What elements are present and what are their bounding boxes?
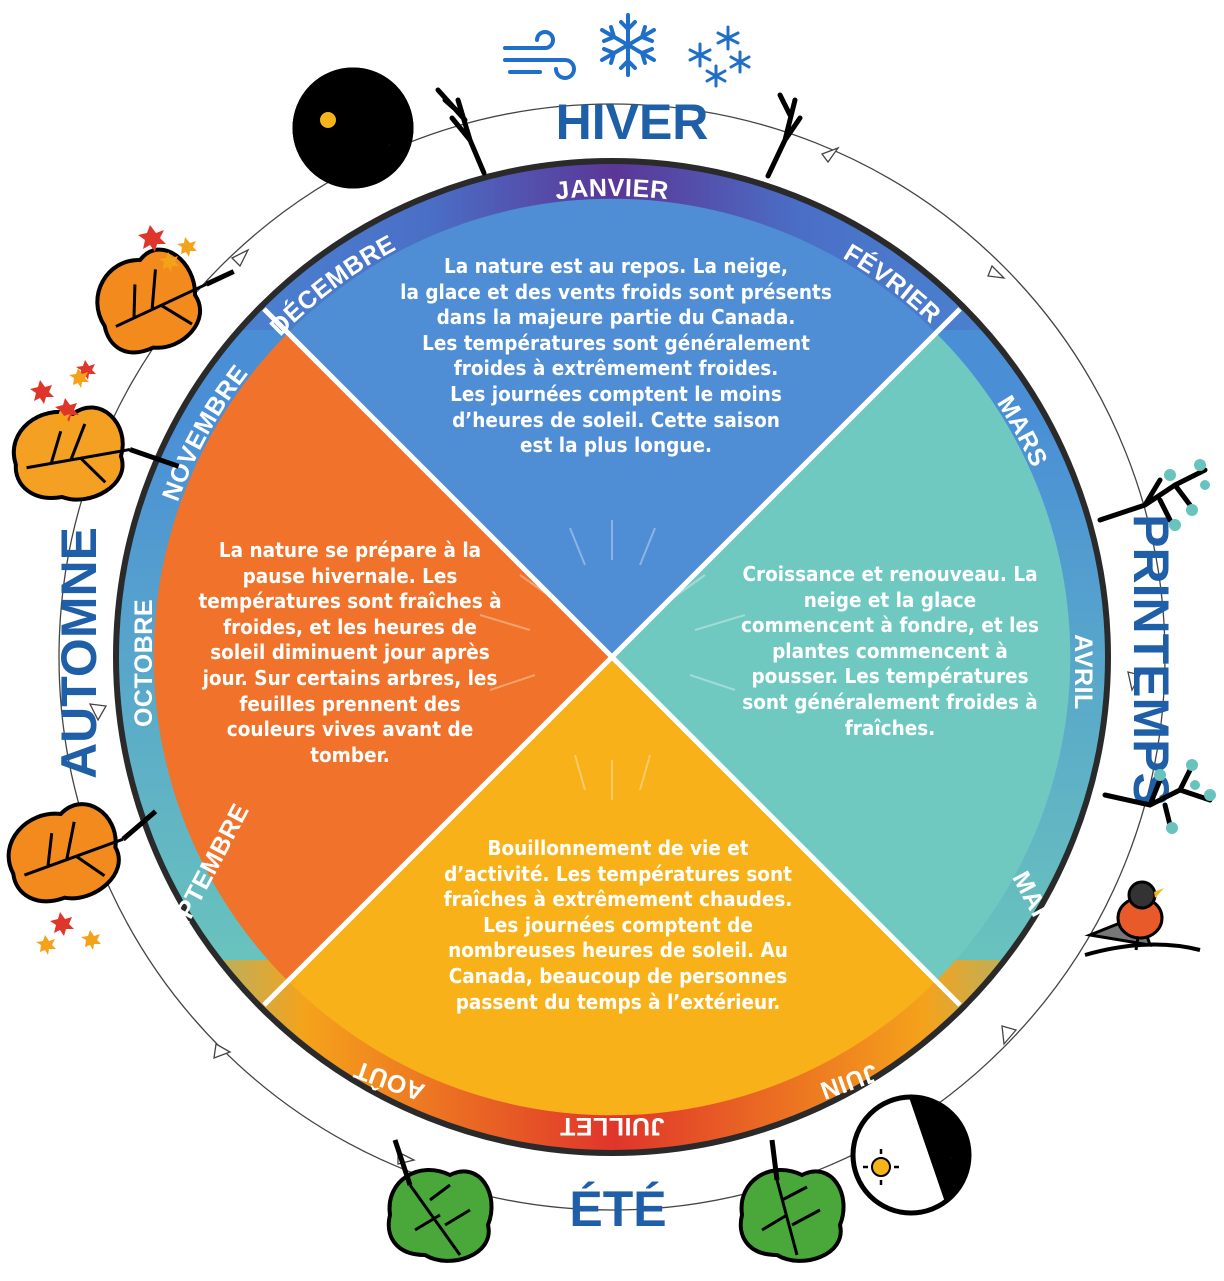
summer-tree-icon (386, 1139, 846, 1263)
day-night-icon (292, 67, 414, 189)
winter-sector (288, 198, 936, 657)
month-avril: AVRIL (1069, 634, 1097, 710)
winter-description: La nature est au repos. La neige, la gla… (400, 254, 832, 458)
month-juillet: JUILLET (560, 1112, 665, 1140)
spring-description: Croissance et renouveau. La neige et la … (741, 562, 1039, 740)
cycle-ring (58, 103, 1166, 1211)
season-pie (153, 198, 1071, 1116)
summer-sector (288, 657, 936, 1116)
month-octobre: OCTOBRE (130, 599, 158, 727)
snowflakes-small-icon (688, 25, 751, 88)
wind-icon (503, 30, 576, 80)
autumn-description: La nature se prépare à la pause hivernal… (198, 538, 502, 767)
season-title-ete: ÉTÉ (569, 1181, 666, 1237)
season-title-printemps: PRINTEMPS (1123, 514, 1179, 806)
robin-bird-icon (1084, 880, 1201, 957)
season-title-hiver: HIVER (556, 94, 709, 150)
day-night-icon (850, 1094, 972, 1216)
summer-description: Bouillonnement de vie et d’activité. Les… (443, 836, 793, 1014)
autumn-sector (153, 333, 612, 981)
month-janvier: JANVIER (554, 174, 670, 205)
autumn-tree-icon (6, 225, 235, 955)
snowflake-icon (600, 13, 656, 77)
spring-branch-icon (1097, 459, 1216, 834)
spring-sector (612, 333, 1071, 981)
bare-tree-icon (435, 87, 803, 179)
season-title-automne: AUTOMNE (51, 527, 107, 779)
